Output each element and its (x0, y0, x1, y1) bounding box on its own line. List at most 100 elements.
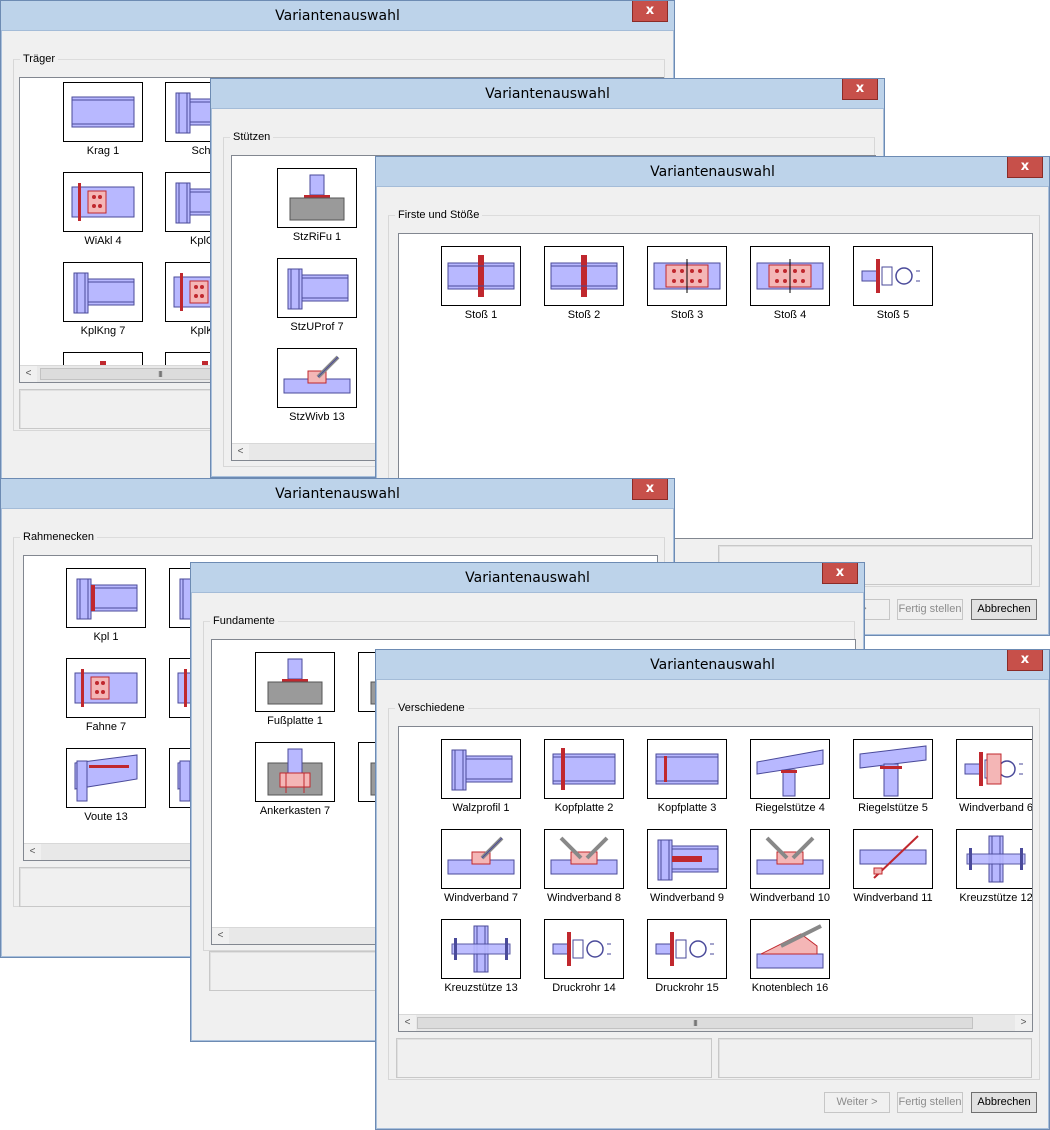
cancel-button[interactable]: Abbrechen (971, 1092, 1037, 1113)
next-button[interactable]: Weiter > (824, 1092, 890, 1113)
close-button[interactable]: x (632, 1, 668, 22)
scroll-right-button[interactable]: > (1015, 1015, 1032, 1031)
variant-item[interactable]: Stoß 1 (426, 246, 536, 332)
variant-list: Walzprofil 1 Kopfplatte 2 Kopfplatte 3 R… (398, 726, 1033, 1032)
variant-label: KplKng 7 (80, 325, 126, 337)
bracing-icon (277, 348, 357, 408)
variant-item[interactable]: Kopfplatte 3 (632, 739, 742, 825)
variant-item[interactable]: Voute 13 (51, 748, 161, 834)
variant-label: Stoß 3 (670, 309, 704, 321)
wind-bracing-icon (853, 829, 933, 889)
dialog-title: Variantenauswahl (191, 563, 864, 593)
variant-item[interactable]: Ankerkasten 7 (240, 742, 350, 828)
variant-item[interactable]: Knotenblech 16 (735, 919, 845, 1005)
variant-item[interactable]: Windverband 10 (735, 829, 845, 915)
variant-item[interactable]: Windverband 7 (426, 829, 536, 915)
horizontal-scrollbar[interactable]: < III > (399, 1014, 1032, 1031)
close-button[interactable]: x (1007, 157, 1043, 178)
wind-bracing-icon (750, 829, 830, 889)
frame-corner-icon (66, 568, 146, 628)
end-plate-icon (544, 739, 624, 799)
scroll-left-button[interactable]: < (232, 444, 249, 460)
scroll-thumb[interactable]: III (417, 1017, 973, 1029)
close-button[interactable]: x (822, 563, 858, 584)
variant-item[interactable]: Fahne 7 (51, 658, 161, 744)
variant-label: StzWivb 13 (289, 411, 345, 423)
variant-label: Stoß 2 (567, 309, 601, 321)
dialog-title: Variantenauswahl (1, 479, 674, 509)
variant-item[interactable]: WiAkl 4 (48, 172, 158, 258)
variant-label: WiAkl 4 (84, 235, 122, 247)
beam-icon (63, 82, 143, 142)
scroll-left-button[interactable]: < (212, 928, 229, 944)
group-box: Rahmenecken (13, 531, 665, 907)
scroll-left-button[interactable]: < (20, 366, 37, 382)
tube-icon (853, 246, 933, 306)
variant-item[interactable]: StzRiFu 1 (262, 168, 372, 254)
variant-item[interactable]: Stoß 3 (632, 246, 742, 332)
variant-item[interactable]: Windverband 6 (941, 739, 1032, 825)
group-label: Firste und Stöße (395, 209, 483, 222)
variant-label: Druckrohr 14 (552, 982, 616, 994)
variant-item[interactable]: KplKng 7 (48, 262, 158, 348)
variant-item[interactable]: Kopfplatte 2 (529, 739, 639, 825)
variant-item[interactable]: Windverband 9 (632, 829, 742, 915)
column-base-icon (277, 168, 357, 228)
variant-list: Stoß 1 Stoß 2 Stoß 3 Stoß 4 Stoß 5 (398, 233, 1033, 539)
variant-item[interactable]: Walzprofil 1 (426, 739, 536, 825)
variant-label: Windverband 8 (547, 892, 621, 904)
end-plate-icon (647, 739, 727, 799)
variant-label: Stoß 4 (773, 309, 807, 321)
u-profile-icon (277, 258, 357, 318)
close-button[interactable]: x (1007, 650, 1043, 671)
finish-button[interactable]: Fertig stellen (897, 599, 963, 620)
info-panel-left (396, 1038, 712, 1078)
variant-label: Fußplatte 1 (267, 715, 323, 727)
pressure-tube-icon (544, 919, 624, 979)
dialog-title: Variantenauswahl (376, 650, 1049, 680)
variant-item[interactable]: Windverband 8 (529, 829, 639, 915)
variant-item[interactable]: Windverband 11 (838, 829, 948, 915)
variant-item[interactable]: Stoß 4 (735, 246, 845, 332)
variant-label: Stoß 1 (464, 309, 498, 321)
dialog-verschiedene: Variantenauswahl x Verschiedene Walzprof… (375, 649, 1050, 1130)
wind-bracing-icon (647, 829, 727, 889)
group-label: Fundamente (210, 615, 278, 628)
group-box: Verschiedene (388, 702, 1040, 1080)
variant-label: Walzprofil 1 (452, 802, 510, 814)
variant-item[interactable]: Druckrohr 15 (632, 919, 742, 1005)
fin-plate-icon (66, 658, 146, 718)
variant-label: Kreuzstütze 13 (444, 982, 518, 994)
variant-item[interactable]: Fußplatte 1 (240, 652, 350, 738)
group-label: Stützen (230, 131, 274, 144)
wind-bracing-icon (956, 739, 1032, 799)
finish-button[interactable]: Fertig stellen (897, 1092, 963, 1113)
variant-label: Riegelstütze 5 (858, 802, 928, 814)
pressure-tube-icon (647, 919, 727, 979)
variant-label: StzUProf 7 (290, 321, 344, 333)
scroll-left-button[interactable]: < (24, 844, 41, 860)
group-label: Verschiedene (395, 702, 468, 715)
variant-item[interactable]: Druckrohr 14 (529, 919, 639, 1005)
variant-item[interactable]: Riegelstütze 4 (735, 739, 845, 825)
close-button[interactable]: x (632, 479, 668, 500)
variant-item[interactable]: Stoß 2 (529, 246, 639, 332)
variant-item[interactable]: StzWivb 13 (262, 348, 372, 434)
variant-label: Windverband 10 (749, 892, 831, 904)
variant-item[interactable]: Kpl 1 (51, 568, 161, 654)
variant-label: Ankerkasten 7 (259, 805, 331, 817)
variant-item[interactable]: Kreuzstütze 13 (426, 919, 536, 1005)
close-button[interactable]: x (842, 79, 878, 100)
cover-plate-icon (647, 246, 727, 306)
variant-item[interactable]: Krag 1 (48, 82, 158, 168)
variant-item[interactable]: Kreuzstütze 12 (941, 829, 1032, 915)
variant-label: Windverband 11 (853, 892, 933, 904)
variant-item[interactable]: Riegelstütze 5 (838, 739, 948, 825)
cancel-button[interactable]: Abbrechen (971, 599, 1037, 620)
variant-label: Kopfplatte 3 (657, 802, 717, 814)
anchor-box-icon (255, 742, 335, 802)
variant-item[interactable]: StzUProf 7 (262, 258, 372, 344)
scroll-left-button[interactable]: < (399, 1015, 416, 1031)
cross-column-icon (441, 919, 521, 979)
variant-item[interactable]: Stoß 5 (838, 246, 948, 332)
